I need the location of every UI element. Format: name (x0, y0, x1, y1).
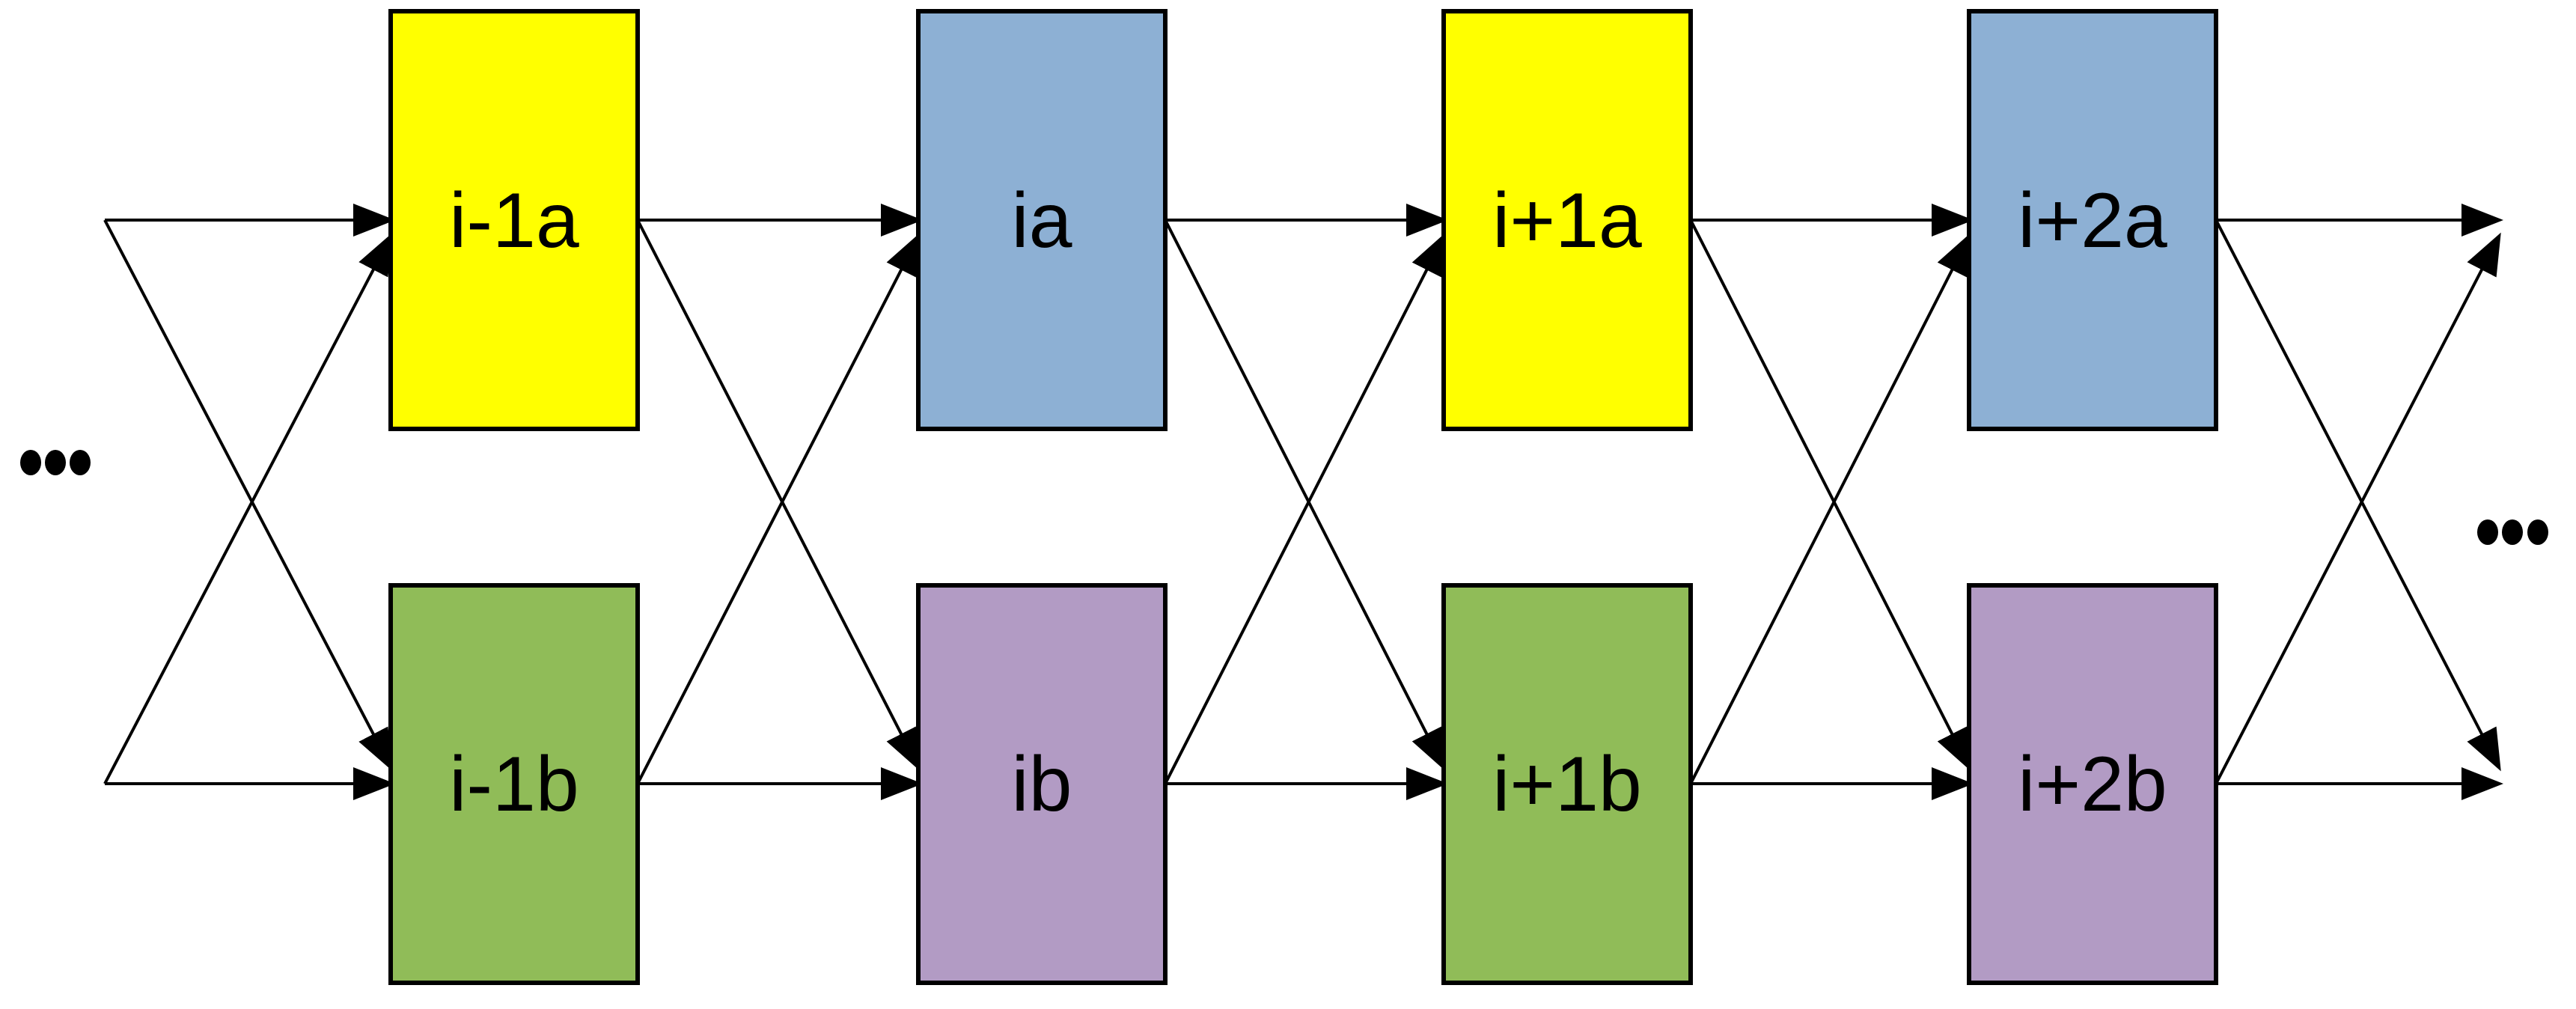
arrow-s3-bottom-to-top (1689, 232, 1971, 784)
arrow-left-bottom-to-top (103, 232, 393, 784)
transition-arrows (103, 204, 2503, 800)
arrow-s2-bottom-to-top (1164, 232, 1446, 784)
ellipsis-left-dot (70, 450, 91, 475)
arrow-left-top-to-bottom (103, 219, 393, 772)
node-label-i-1b: i-1b (449, 741, 579, 828)
node-label-i+1b: i+1b (1492, 741, 1642, 828)
node-i-1a (388, 9, 640, 431)
node-i+2a (1967, 9, 2218, 431)
state-nodes (388, 9, 2218, 985)
ellipsis-right-dot (2502, 519, 2523, 545)
arrow-s3-top-to-bottom (1689, 219, 1971, 772)
ellipsis-right-dot (2527, 519, 2548, 545)
node-label-ib: ib (1012, 741, 1072, 828)
node-label-i-1a: i-1a (449, 177, 579, 264)
ellipsis-left (20, 450, 91, 475)
arrow-right-top-to-bottom (2215, 219, 2501, 772)
node-label-i+2a: i+2a (2018, 177, 2167, 264)
node-i+1a (1441, 9, 1693, 431)
node-label-i+1a: i+1a (1492, 177, 1642, 264)
node-label-i+2b: i+2b (2018, 741, 2167, 828)
arrow-s2-top-to-bottom (1164, 219, 1446, 772)
node-i-1b (388, 583, 640, 985)
node-i+2b (1967, 583, 2218, 985)
arrow-s1-top-to-bottom (636, 219, 921, 772)
ellipsis-right (2477, 519, 2548, 545)
node-ib (916, 583, 1168, 985)
ellipsis-right-dot (2477, 519, 2498, 545)
node-label-ia: ia (1012, 177, 1072, 264)
arrow-right-bottom-to-top (2215, 232, 2501, 784)
ellipsis-left-dot (20, 450, 41, 475)
node-i+1b (1441, 583, 1693, 985)
ellipsis-left-dot (45, 450, 66, 475)
node-ia (916, 9, 1168, 431)
arrow-s1-bottom-to-top (636, 232, 921, 784)
state-node-labels: i-1a ia i+1a i+2a i-1b ib i+1b i+2b (449, 177, 2167, 828)
